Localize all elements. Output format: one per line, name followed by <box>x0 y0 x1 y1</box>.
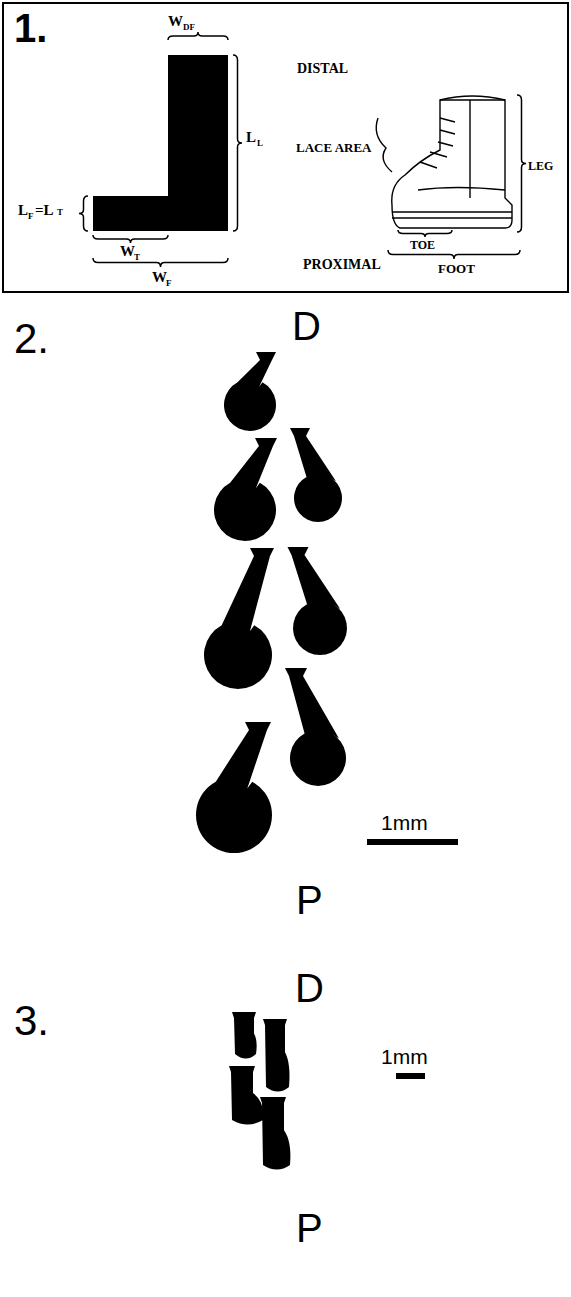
dimension-subscript: T <box>134 253 140 262</box>
panel-number: 2. <box>14 318 49 360</box>
scale-bar <box>367 839 458 845</box>
direction-label: PROXIMAL <box>303 258 381 272</box>
panel-number: 3. <box>14 1000 49 1042</box>
brace <box>79 196 88 231</box>
boot-drawing <box>376 96 512 228</box>
part-label: LEG <box>528 160 553 172</box>
bone-series-2 <box>196 352 347 853</box>
bone <box>263 1019 290 1092</box>
dimension-symbol: W <box>120 244 135 259</box>
dimension-symbol: L <box>18 203 28 218</box>
bone <box>196 722 272 853</box>
direction-label: P <box>296 1208 323 1248</box>
direction-label: D <box>292 306 321 346</box>
l-shape-model <box>93 55 228 231</box>
scale-label: 1mm <box>381 812 428 833</box>
dimension-symbol: W <box>168 14 183 29</box>
part-label: LACE AREA <box>296 141 372 154</box>
bone <box>214 438 277 541</box>
part-label: FOOT <box>438 262 475 275</box>
brace <box>388 250 520 259</box>
panel-frame <box>3 3 568 292</box>
bone <box>288 547 348 655</box>
scale-label: 1mm <box>381 1046 428 1067</box>
direction-label: D <box>295 968 324 1008</box>
brace <box>93 235 168 243</box>
bone <box>285 668 346 786</box>
dimension-subscript: F <box>166 279 172 288</box>
panel-number: 1. <box>14 8 47 48</box>
direction-label: P <box>296 880 323 920</box>
direction-label: DISTAL <box>297 62 348 76</box>
scale-bar <box>396 1073 425 1079</box>
brace <box>517 95 526 232</box>
part-label: TOE <box>410 239 435 251</box>
dimension-subscript: L <box>257 139 263 148</box>
dimension-symbol: =L <box>35 203 54 218</box>
bone <box>224 352 276 431</box>
brace <box>398 230 452 237</box>
brace <box>233 55 242 231</box>
dimension-subscript: T <box>57 208 63 217</box>
bone-series-3 <box>229 1012 290 1170</box>
dimension-symbol: L <box>246 130 256 145</box>
bone <box>232 1012 257 1059</box>
brace <box>93 258 228 267</box>
dimension-subscript: DF <box>183 23 195 32</box>
dimension-symbol: W <box>152 270 167 285</box>
brace <box>168 32 228 40</box>
dimension-subscript: F <box>28 212 34 221</box>
bone <box>260 1097 290 1170</box>
bone <box>204 548 274 689</box>
bone <box>229 1066 263 1125</box>
bone <box>290 428 342 522</box>
dimension-braces <box>79 32 526 267</box>
